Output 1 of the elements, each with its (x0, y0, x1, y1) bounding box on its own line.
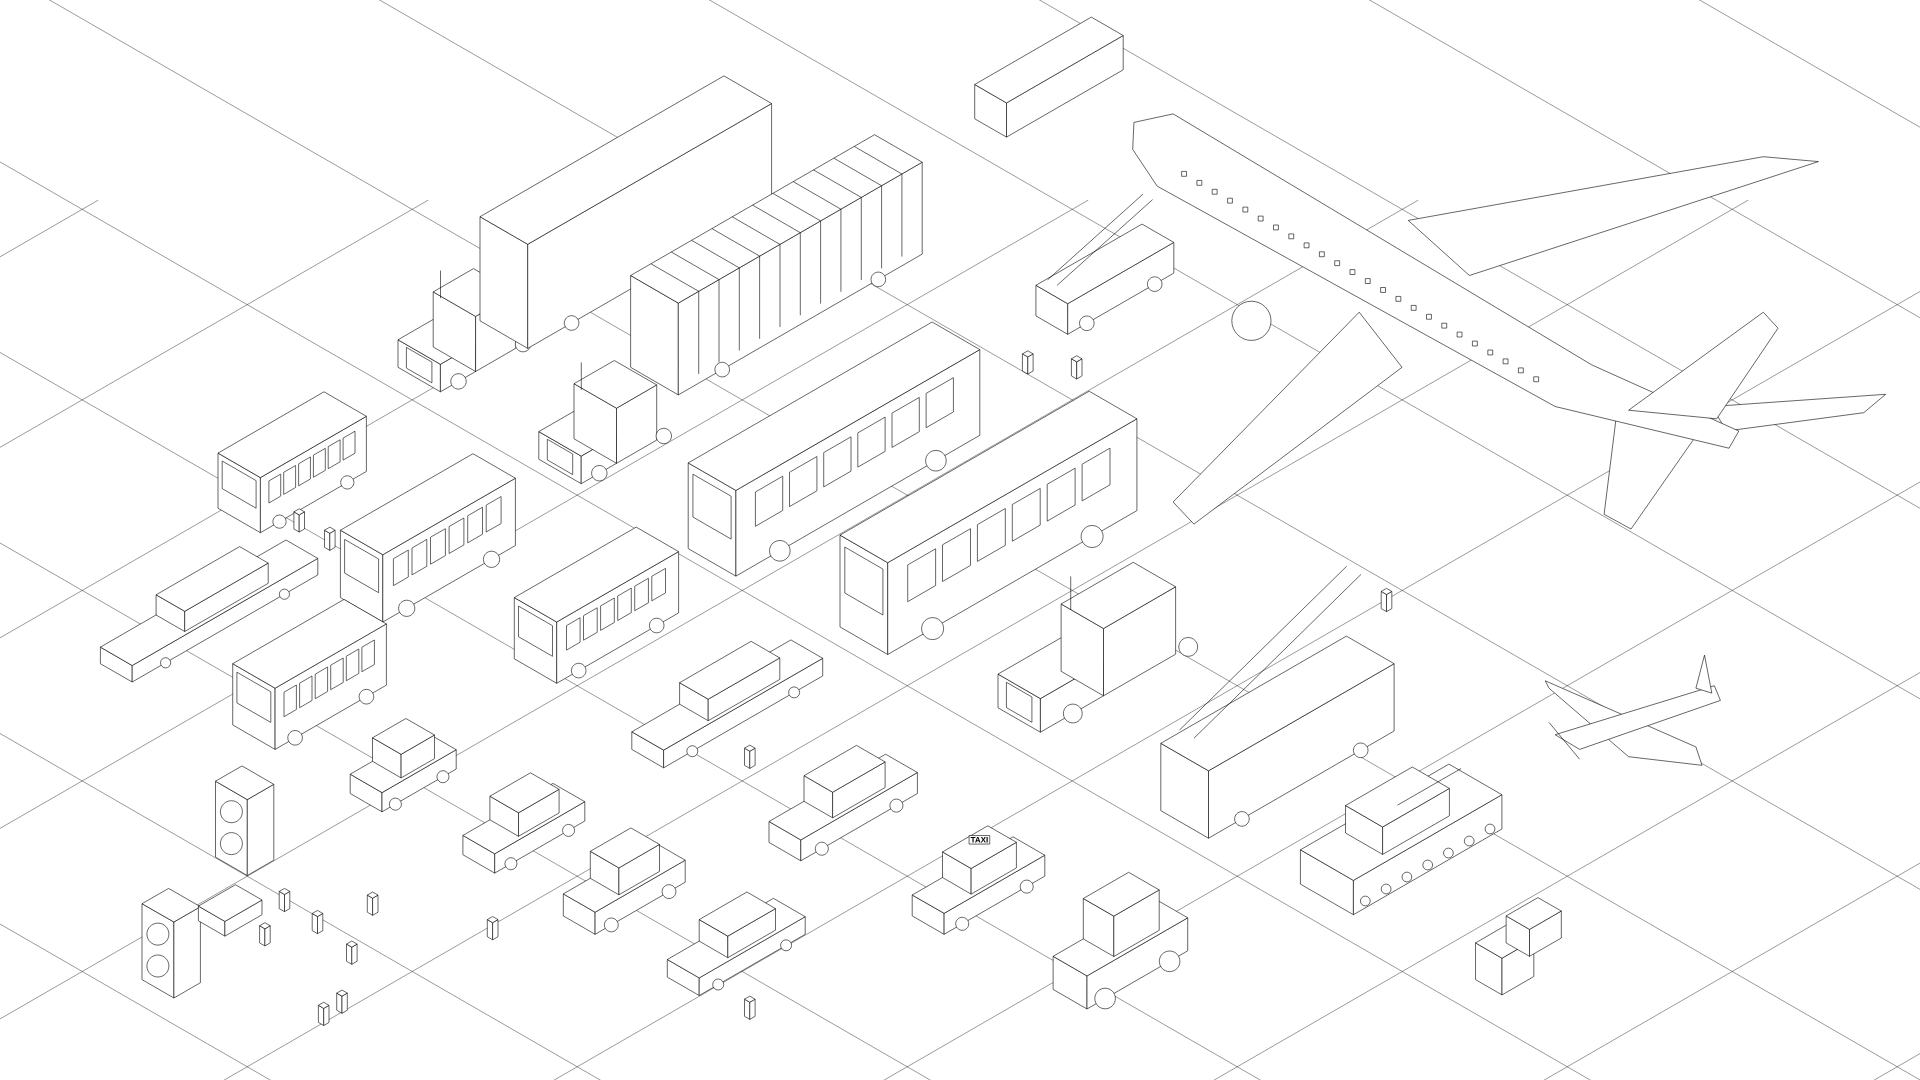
roof-sign: TAXI (968, 835, 991, 845)
